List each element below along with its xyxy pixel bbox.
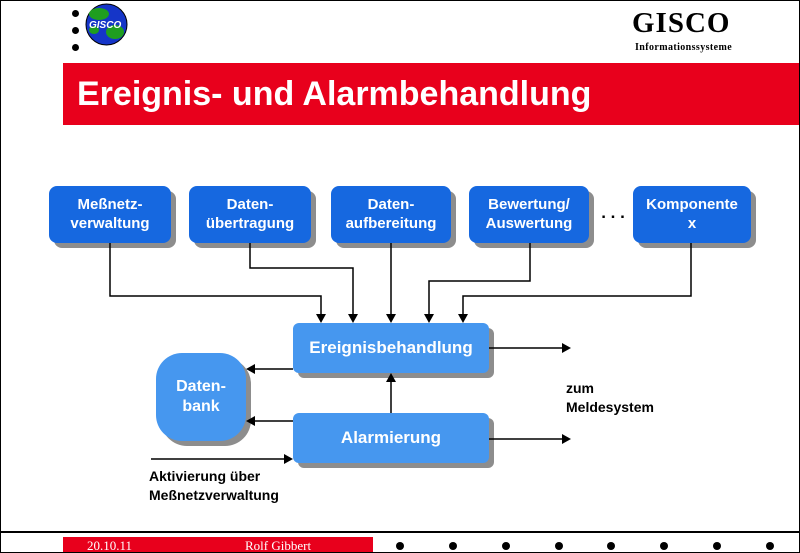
box-komponente-x: Komponente x <box>633 186 751 243</box>
arrow-uebertragung-to-event <box>249 243 354 314</box>
bullet-dot <box>555 542 563 550</box>
box-label: Daten- bank <box>176 378 226 415</box>
label-zum-meldesystem: zum Meldesystem <box>566 380 654 415</box>
bullet-dot <box>72 10 79 17</box>
box-datenbank: Daten- bank <box>156 353 246 441</box>
arrow-messnetz-to-event <box>109 243 322 314</box>
box-label: Daten- aufbereitung <box>345 195 437 232</box>
box-datenuebertragung: Daten- übertragung <box>189 186 311 243</box>
bullet-dot <box>660 542 668 550</box>
brand-name: GISCO <box>632 7 731 39</box>
footer-divider <box>1 531 799 533</box>
bullet-dot <box>396 542 404 550</box>
globe-logo-text: GISCO <box>89 20 121 31</box>
box-label: Komponente x <box>646 195 738 232</box>
arrow-bewertung-to-event <box>428 243 531 314</box>
footer-author: Rolf Gibbert <box>245 538 312 553</box>
page-title: Ereignis- und Alarmbehandlung <box>77 74 592 113</box>
bullet-dot <box>72 44 79 51</box>
box-label: Alarmierung <box>340 428 442 448</box>
box-ereignisbehandlung: Ereignisbehandlung <box>293 323 489 373</box>
box-datenaufbereitung: Daten- aufbereitung <box>331 186 451 243</box>
box-label: Meßnetz- verwaltung <box>70 195 150 232</box>
box-messnetzverwaltung: Meßnetz- verwaltung <box>49 186 171 243</box>
bullet-dot <box>72 27 79 34</box>
box-label: Ereignisbehandlung <box>309 338 473 358</box>
ellipsis: . . . <box>601 203 625 222</box>
arrow-komponente-to-event <box>462 243 692 314</box>
bullet-dot <box>449 542 457 550</box>
box-label: Daten- übertragung <box>205 195 295 232</box>
bullet-dot <box>502 542 510 550</box>
brand-subtitle: Informationssysteme <box>635 42 733 53</box>
title-banner: Ereignis- und Alarmbehandlung <box>63 63 799 125</box>
bullet-dot <box>766 542 774 550</box>
bullet-dot <box>607 542 615 550</box>
gisco-globe-logo: GISCO <box>85 3 128 46</box>
box-alarmierung: Alarmierung <box>293 413 489 463</box>
bullet-dot <box>713 542 721 550</box>
footer-bar: 20.10.11 Rolf Gibbert <box>63 537 373 553</box>
label-aktivierung: Aktivierung über Meßnetzverwaltung <box>149 468 279 503</box>
footer-date: 20.10.11 <box>87 538 133 553</box>
box-label: Bewertung/ Auswertung <box>485 195 573 232</box>
box-bewertung-auswertung: Bewertung/ Auswertung <box>469 186 589 243</box>
